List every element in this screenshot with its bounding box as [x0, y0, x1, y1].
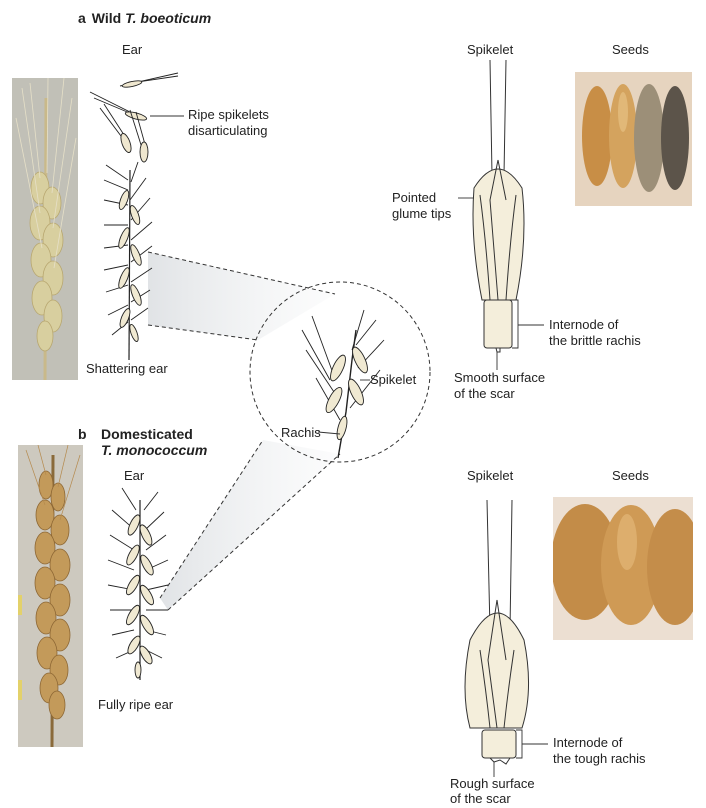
- inset-label-rachis: Rachis: [281, 425, 321, 441]
- callout-scar-smooth-line2: of the scar: [454, 386, 515, 402]
- callout-scar-rough-line1: Rough surface: [450, 776, 535, 792]
- panel-b-title-line2: T. monococcum: [101, 442, 207, 458]
- zoom-cone-bottom: [160, 440, 340, 610]
- wild-spikelet-drawing: [473, 60, 524, 352]
- panel-a-ear-heading: Ear: [122, 42, 142, 58]
- panel-a-ear-caption: Shattering ear: [86, 361, 168, 377]
- panel-a-species: T. boeoticum: [125, 10, 211, 26]
- callout-internode-brittle-line1: Internode of: [549, 317, 618, 333]
- panel-a-title: a Wild T. boeoticum: [78, 10, 211, 26]
- domesticated-spikelet-drawing: [465, 500, 529, 764]
- panel-b-ear-heading: Ear: [124, 468, 144, 484]
- callout-glume-line1: Pointed: [392, 190, 436, 206]
- bracket-internode-brittle: [512, 300, 544, 348]
- callout-scar-smooth-line1: Smooth surface: [454, 370, 545, 386]
- callout-scar-rough-line2: of the scar: [450, 791, 511, 807]
- zoom-cone-top: [148, 252, 335, 340]
- panel-a-seeds-heading: Seeds: [612, 42, 649, 58]
- panel-a-spikelet-heading: Spikelet: [467, 42, 513, 58]
- callout-ripe-line1: Ripe spikelets: [188, 107, 269, 123]
- callout-internode-brittle-line2: the brittle rachis: [549, 333, 641, 349]
- domesticated-ear-drawing: [108, 488, 168, 680]
- panel-b-letter: b: [78, 426, 87, 442]
- panel-a-title-prefix: Wild: [92, 10, 125, 26]
- callout-internode-tough-line1: Internode of: [553, 735, 622, 751]
- panel-b-spikelet-heading: Spikelet: [467, 468, 513, 484]
- inset-label-spikelet: Spikelet: [370, 372, 416, 388]
- panel-a-letter: a: [78, 10, 86, 26]
- bracket-internode-tough: [516, 730, 548, 758]
- callout-ripe-line2: disarticulating: [188, 123, 268, 139]
- panel-b-ear-caption: Fully ripe ear: [98, 697, 173, 713]
- panel-b-title-line1: Domesticated: [101, 426, 193, 442]
- callout-internode-tough-line2: the tough rachis: [553, 751, 646, 767]
- callout-glume-line2: glume tips: [392, 206, 451, 222]
- panel-b-seeds-heading: Seeds: [612, 468, 649, 484]
